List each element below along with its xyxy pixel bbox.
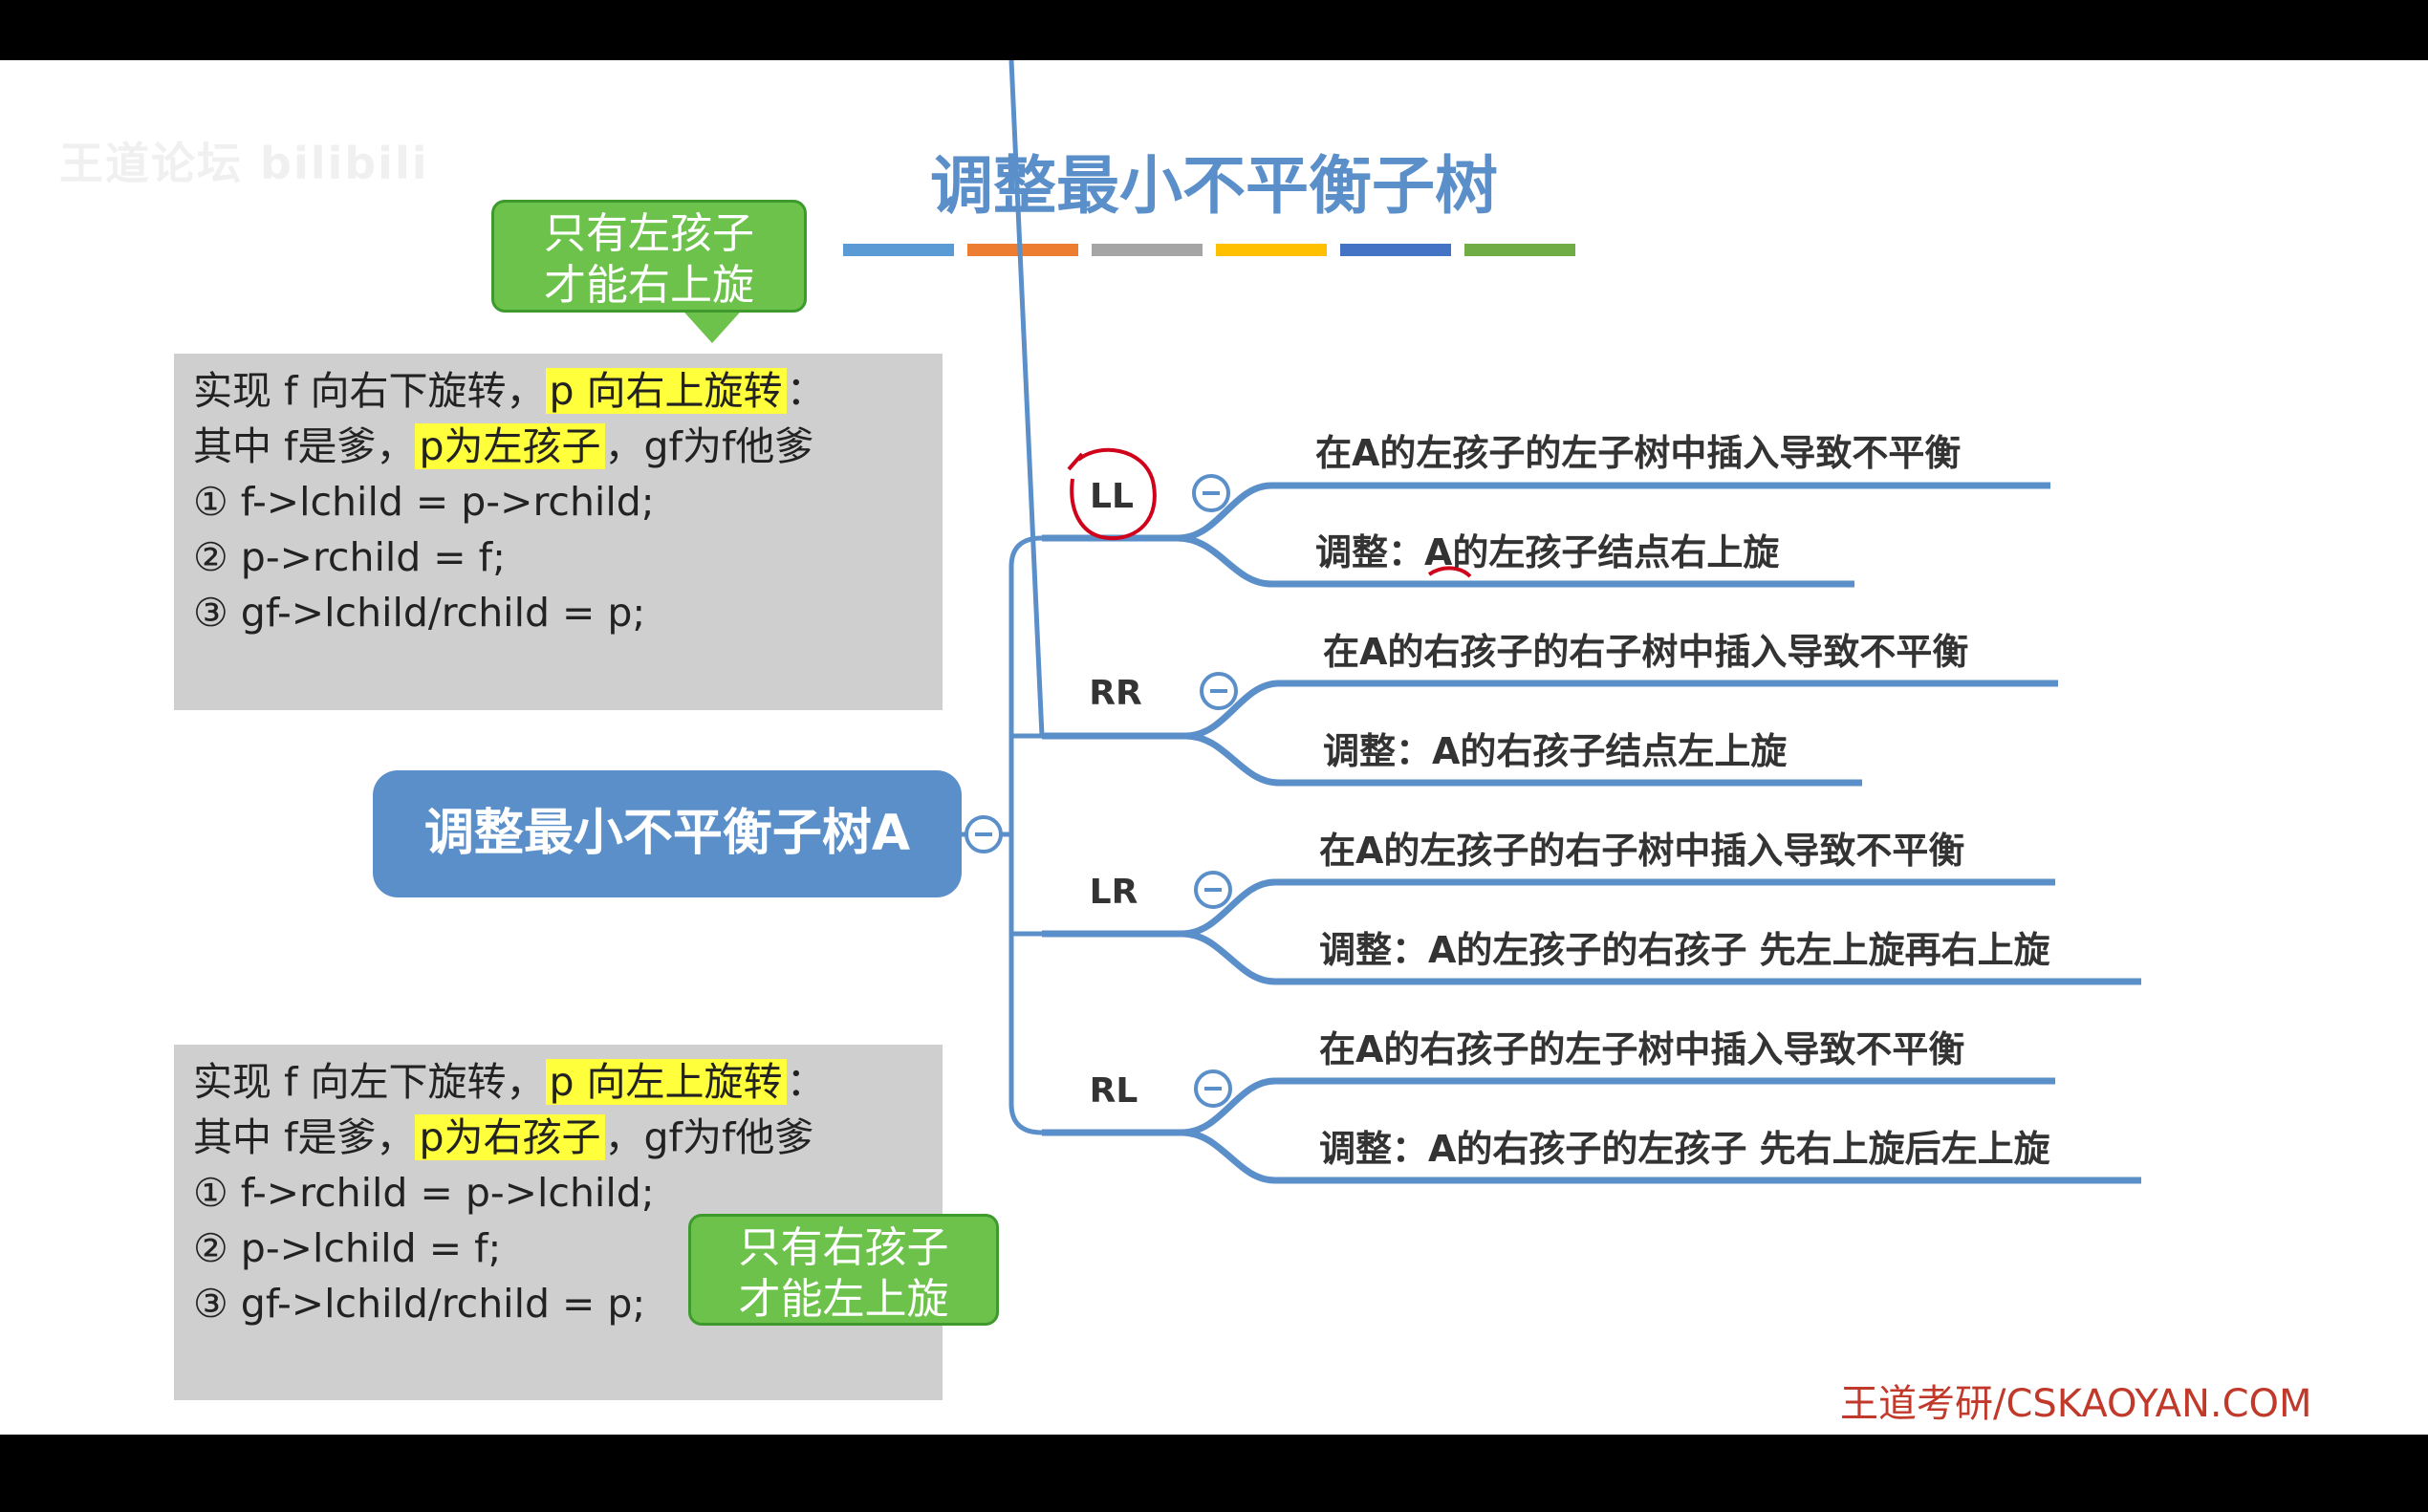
step-1: ① f->lchild = p->rchild; bbox=[193, 479, 655, 525]
title-stripe bbox=[843, 244, 954, 256]
watermark: 王道论坛 bilibili bbox=[59, 138, 429, 189]
branch-label-LL[interactable]: LL bbox=[1090, 477, 1134, 516]
annotation-underline bbox=[1427, 566, 1472, 578]
highlight: p为左孩子 bbox=[415, 423, 605, 469]
step-3: ③ gf->lchild/rchild = p; bbox=[193, 1281, 646, 1327]
box-line-1: 实现 f 向右下旋转，p 向右上旋转： bbox=[193, 368, 826, 414]
annotation-circle bbox=[1070, 447, 1157, 541]
page-title: 调整最小不平衡子树 bbox=[930, 149, 1498, 223]
leaf-fix-RL[interactable]: 调整：A的右孩子的左孩子 先右上旋后左上旋 bbox=[1319, 1128, 2050, 1170]
branch-label-RR[interactable]: RR bbox=[1089, 674, 1142, 713]
footer-brand: 王道考研/CSKAOYAN.COM bbox=[1840, 1382, 2312, 1426]
highlight: p 向右上旋转 bbox=[545, 368, 787, 414]
leaf-cause-LR[interactable]: 在A的左孩子的右子树中插入导致不平衡 bbox=[1319, 830, 1965, 872]
title-stripe bbox=[1092, 244, 1203, 256]
branch-label-RL[interactable]: RL bbox=[1089, 1071, 1138, 1111]
highlight: p为右孩子 bbox=[415, 1114, 605, 1160]
leaf-fix-LR[interactable]: 调整：A的左孩子的右孩子 先左上旋再右上旋 bbox=[1319, 929, 2050, 971]
step-2: ② p->rchild = f; bbox=[193, 534, 506, 580]
leaf-cause-LL[interactable]: 在A的左孩子的左子树中插入导致不平衡 bbox=[1315, 432, 1962, 474]
title-stripe bbox=[1216, 244, 1327, 256]
slide: 王道论坛 bilibili 调整最小不平衡子树 bbox=[0, 60, 2428, 1435]
right-rotate-box: 实现 f 向右下旋转，p 向右上旋转： 其中 f是爹，p为左孩子，gf为f他爹 … bbox=[174, 354, 943, 710]
box-line-2: 其中 f是爹，p为左孩子，gf为f他爹 bbox=[193, 423, 814, 469]
leaf-fix-RR[interactable]: 调整：A的右孩子结点左上旋 bbox=[1323, 730, 1788, 772]
step-1: ① f->rchild = p->lchild; bbox=[193, 1170, 655, 1216]
root-node[interactable]: 调整最小不平衡子树A bbox=[373, 770, 962, 897]
title-stripe bbox=[1340, 244, 1451, 256]
callout-right-child-only: 只有右孩子 才能左上旋 bbox=[688, 1214, 999, 1326]
leaf-cause-RL[interactable]: 在A的右孩子的左子树中插入导致不平衡 bbox=[1319, 1028, 1965, 1070]
branch-label-LR[interactable]: LR bbox=[1089, 873, 1138, 912]
step-3: ③ gf->lchild/rchild = p; bbox=[193, 590, 646, 636]
leaf-cause-RR[interactable]: 在A的右孩子的右子树中插入导致不平衡 bbox=[1323, 631, 1969, 673]
left-rotate-box: 实现 f 向左下旋转，p 向左上旋转： 其中 f是爹，p为右孩子，gf为f他爹 … bbox=[174, 1045, 943, 1400]
box-line-1: 实现 f 向左下旋转，p 向左上旋转： bbox=[193, 1059, 826, 1105]
callout-left-child-only: 只有左孩子 才能右上旋 bbox=[491, 200, 807, 313]
trunk-branch bbox=[1008, 60, 1045, 737]
title-stripe bbox=[1464, 244, 1575, 256]
annotation-tick bbox=[1067, 452, 1084, 471]
leaf-fix-LL[interactable]: 调整：A的左孩子结点右上旋 bbox=[1315, 531, 1780, 573]
title-stripe bbox=[967, 244, 1078, 256]
highlight: p 向左上旋转 bbox=[545, 1059, 787, 1105]
step-2: ② p->lchild = f; bbox=[193, 1225, 502, 1271]
box-line-2: 其中 f是爹，p为右孩子，gf为f他爹 bbox=[193, 1114, 814, 1160]
trunk-line bbox=[1008, 535, 1043, 1135]
